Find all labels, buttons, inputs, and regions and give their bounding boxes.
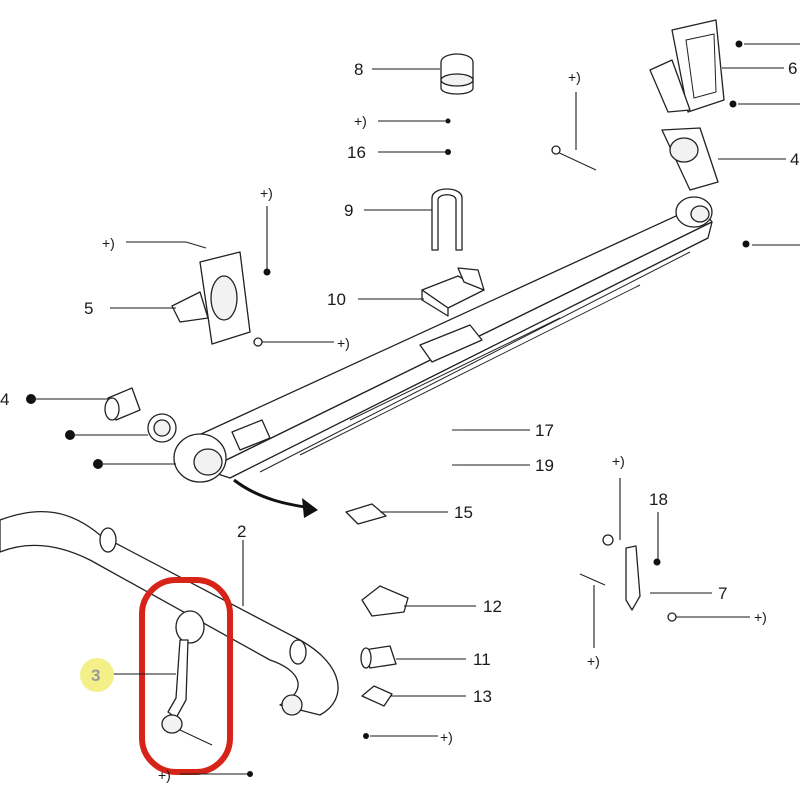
callout-12: 12 [483,597,502,616]
bushing-set [104,387,177,443]
plus-mark: +) [440,729,453,745]
plus-mark: +) [754,609,767,625]
callout-4-left: 4 [0,390,9,409]
direction-arrow [233,478,313,510]
callout-3: 3 [91,666,100,685]
plus-mark: +) [568,69,581,85]
bump-stop [440,53,474,95]
highlight-frame [139,577,233,775]
shackle-right [661,127,719,191]
callout-17: 17 [535,421,554,440]
clip-13 [361,685,393,707]
leader-lines [31,43,800,775]
front-hanger [171,251,251,345]
bushing-11 [360,645,397,669]
bolt-icon [742,240,750,248]
callout-18: 18 [649,490,668,509]
callout-15: 15 [454,503,473,522]
spring-seat [421,267,485,317]
bolt-icon [363,733,369,739]
u-bolt [431,188,463,251]
callout-13: 13 [473,687,492,706]
callout-19: 19 [535,456,554,475]
stabilizer-bar [0,510,339,716]
plus-mark: +) [354,113,367,129]
direction-arrow-head [302,498,318,518]
callouts: 8 6 4 16 9 10 5 4 17 19 15 2 18 12 7 11 … [0,59,799,706]
plus-mark: +) [612,453,625,469]
callout-5: 5 [84,299,93,318]
callout-2: 2 [237,522,246,541]
callout-6: 6 [788,59,797,78]
plus-mark: +) [260,185,273,201]
callout-9: 9 [344,201,353,220]
callout-8: 8 [354,60,363,79]
plus-mark: +) [587,653,600,669]
leaf-spring [173,196,713,483]
bolt-icon [729,100,737,108]
stabilizer-link [161,610,213,746]
bolt-icon [735,40,743,48]
callout-11: 11 [473,650,491,669]
plus-mark: +) [158,767,171,783]
callout-10: 10 [327,290,346,309]
plus-mark: +) [102,235,115,251]
callout-highlight [80,658,114,692]
callout-4-right: 4 [790,150,799,169]
callout-7: 7 [718,584,727,603]
plus-mark: +) [337,335,350,351]
bracket-12 [361,585,409,617]
plus-marks: +) +) +) +) +) +) +) +) +) +) [102,69,767,783]
shim-plate [345,503,387,525]
callout-16: 16 [347,143,366,162]
rear-hanger [649,19,725,113]
nut-icon [653,558,661,566]
